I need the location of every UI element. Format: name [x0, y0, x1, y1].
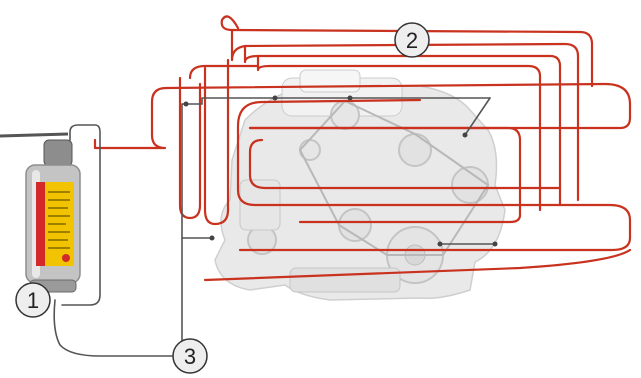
- callout-1-label: 1: [27, 288, 39, 313]
- callout-2-label: 2: [406, 28, 418, 53]
- callout-1-circle: [15, 282, 51, 318]
- callout-3-label: 3: [184, 344, 196, 369]
- engine: [214, 69, 506, 301]
- nozzle-icon: [437, 241, 443, 247]
- nozzle-icon: [492, 241, 498, 247]
- detection-tube-main: [93, 82, 632, 150]
- discharge-branch-right: [464, 97, 491, 136]
- nozzle-icon: [347, 95, 353, 101]
- detection-tube-bottom-run: [203, 248, 632, 282]
- tank-outlet-line: [53, 299, 183, 357]
- callout-2: 2: [394, 22, 430, 58]
- callout-2-circle: [394, 22, 430, 58]
- detection-tube-racetrack-2: [248, 138, 562, 190]
- engine-belt: [298, 99, 490, 256]
- engine-air-box: [299, 69, 361, 93]
- tank-feed-line: [61, 124, 101, 306]
- engine-sump: [289, 267, 401, 293]
- discharge-piping: [53, 97, 496, 357]
- cylinder-label-icon: [62, 254, 70, 262]
- callout-3: 3: [172, 338, 208, 374]
- discharge-branch-top: [181, 97, 491, 105]
- detection-tube-top-loop: [220, 15, 594, 88]
- callout-1: 1: [15, 282, 51, 318]
- callout-3-circle: [172, 338, 208, 374]
- engine-pulley-upper: [398, 133, 432, 167]
- detection-tube-racetrack-3: [248, 126, 522, 224]
- nozzle-icon: [272, 95, 278, 101]
- cylinder-label-red-band: [36, 182, 45, 266]
- detection-tube-upper-loop-2: [243, 44, 562, 207]
- detection-tube-racetrack-1: [236, 98, 632, 252]
- discharge-nozzles: [183, 95, 498, 247]
- suppression-cylinder: [0, 132, 81, 293]
- bracket-bar: [0, 132, 69, 138]
- cylinder-valve-head: [43, 139, 73, 167]
- detection-tube-upper-loop-4: [188, 64, 260, 80]
- engine-pulley-mid: [338, 208, 372, 242]
- cylinder-label-text-lines: [48, 191, 70, 249]
- detection-tube-upper-loop-3: [256, 54, 542, 212]
- detection-tube-left-u-2: [203, 58, 230, 226]
- nozzle-icon: [209, 235, 215, 241]
- nozzle-icon: [462, 132, 468, 138]
- nozzle-icon: [183, 101, 189, 107]
- detection-tube-left-u-1: [178, 76, 202, 220]
